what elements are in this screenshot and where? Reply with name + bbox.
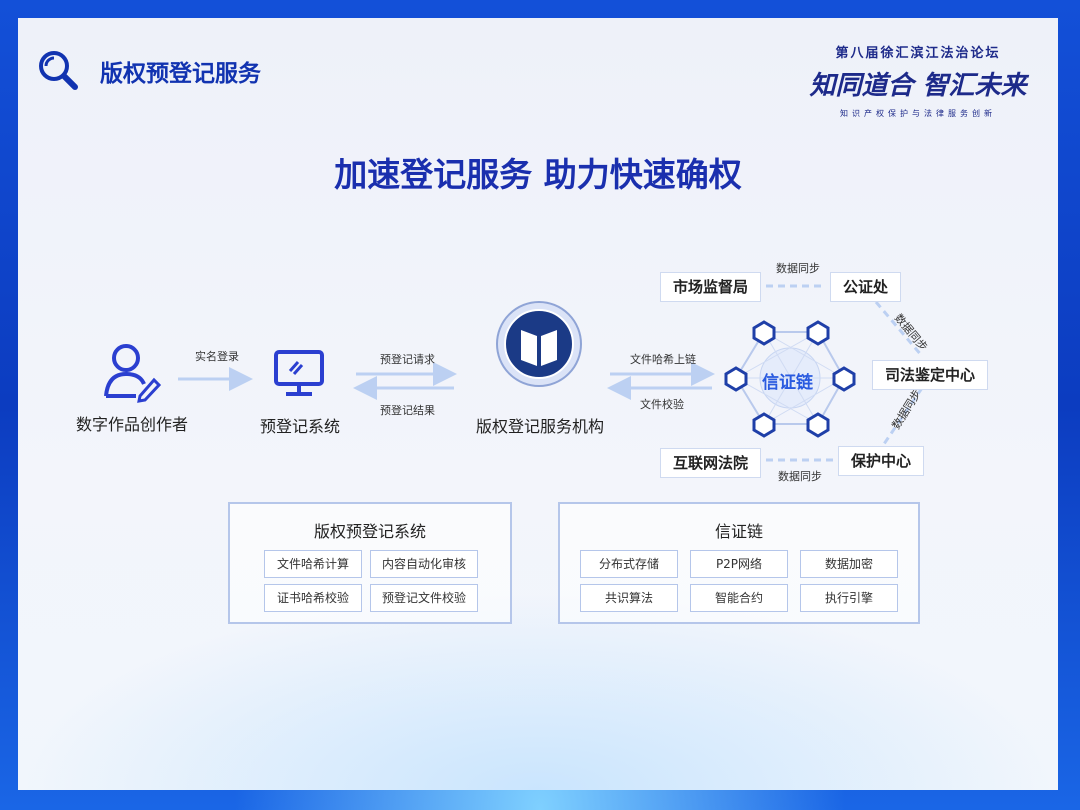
chip-smart-contract: 智能合约 (690, 584, 788, 612)
chain-network (724, 320, 856, 438)
node-protection: 保护中心 (838, 446, 925, 476)
chip-content-review: 内容自动化审核 (370, 550, 478, 578)
system-label: 预登记系统 (260, 417, 341, 436)
main-title: 加速登记服务 助力快速确权 (334, 155, 742, 194)
chip-execution-engine: 执行引擎 (800, 584, 898, 612)
chip-distributed-storage: 分布式存储 (580, 550, 678, 578)
arrow-label-hash: 文件哈希上链 (630, 353, 696, 366)
logo-bottom-text: 知识产权保护与法律服务创新 (840, 109, 996, 118)
chip-consensus: 共识算法 (580, 584, 678, 612)
sync-label-top: 数据同步 (776, 262, 820, 275)
arrow-label-login: 实名登录 (195, 350, 239, 363)
arrow-label-request: 预登记请求 (380, 353, 435, 366)
chain-node-icon (752, 412, 776, 438)
page-header-title: 版权预登记服务 (100, 61, 261, 87)
chain-node-icon (832, 366, 856, 392)
sync-label-bottom: 数据同步 (778, 470, 822, 483)
chain-node-icon (752, 320, 776, 346)
node-court: 互联网法院 (660, 448, 762, 478)
monitor-icon (274, 350, 324, 396)
arrow-label-verify: 文件校验 (640, 398, 684, 411)
flow-diagram: 数据同步 数据同步 (104, 284, 931, 462)
chip-p2p-network: P2P网络 (690, 550, 788, 578)
panel-chain: 信证链 分布式存储 P2P网络 数据加密 共识算法 智能合约 执行引擎 (558, 502, 920, 624)
slide: 版权预登记服务 第八届徐汇滨江法治论坛 知同道合 智汇未来 知识产权保护与法律服… (18, 18, 1058, 790)
user-pen-icon (104, 344, 162, 403)
chip-file-hash: 文件哈希计算 (264, 550, 362, 578)
node-notary: 公证处 (830, 272, 902, 302)
creator-label: 数字作品创作者 (76, 415, 189, 434)
node-market: 市场监督局 (660, 272, 762, 302)
chip-cert-hash: 证书哈希校验 (264, 584, 362, 612)
chain-node-icon (806, 320, 830, 346)
panel-title: 信证链 (714, 522, 763, 541)
panel-title: 版权预登记系统 (313, 522, 426, 541)
agency-label: 版权登记服务机构 (476, 417, 605, 436)
forum-logo: 第八届徐汇滨江法治论坛 知同道合 智汇未来 知识产权保护与法律服务创新 (798, 42, 1038, 119)
panel-preregistration-system: 版权预登记系统 文件哈希计算 内容自动化审核 证书哈希校验 预登记文件校验 (228, 502, 512, 624)
chain-node-icon (724, 366, 748, 392)
arrow-label-result: 预登记结果 (380, 404, 435, 417)
chip-data-encryption: 数据加密 (800, 550, 898, 578)
agency-emblem-icon (496, 301, 582, 387)
logo-top-text: 第八届徐汇滨江法治论坛 (835, 46, 1001, 61)
chain-center-label: 信证链 (762, 373, 813, 393)
node-judicial: 司法鉴定中心 (872, 360, 989, 390)
chip-prereg-verify: 预登记文件校验 (370, 584, 478, 612)
chain-node-icon (806, 412, 830, 438)
sync-label-judicial-protection: 数据同步 (889, 387, 924, 432)
logo-main-text: 知同道合 智汇未来 (809, 71, 1027, 101)
search-icon (39, 51, 78, 90)
sync-label-notary-judicial: 数据同步 (892, 311, 931, 354)
